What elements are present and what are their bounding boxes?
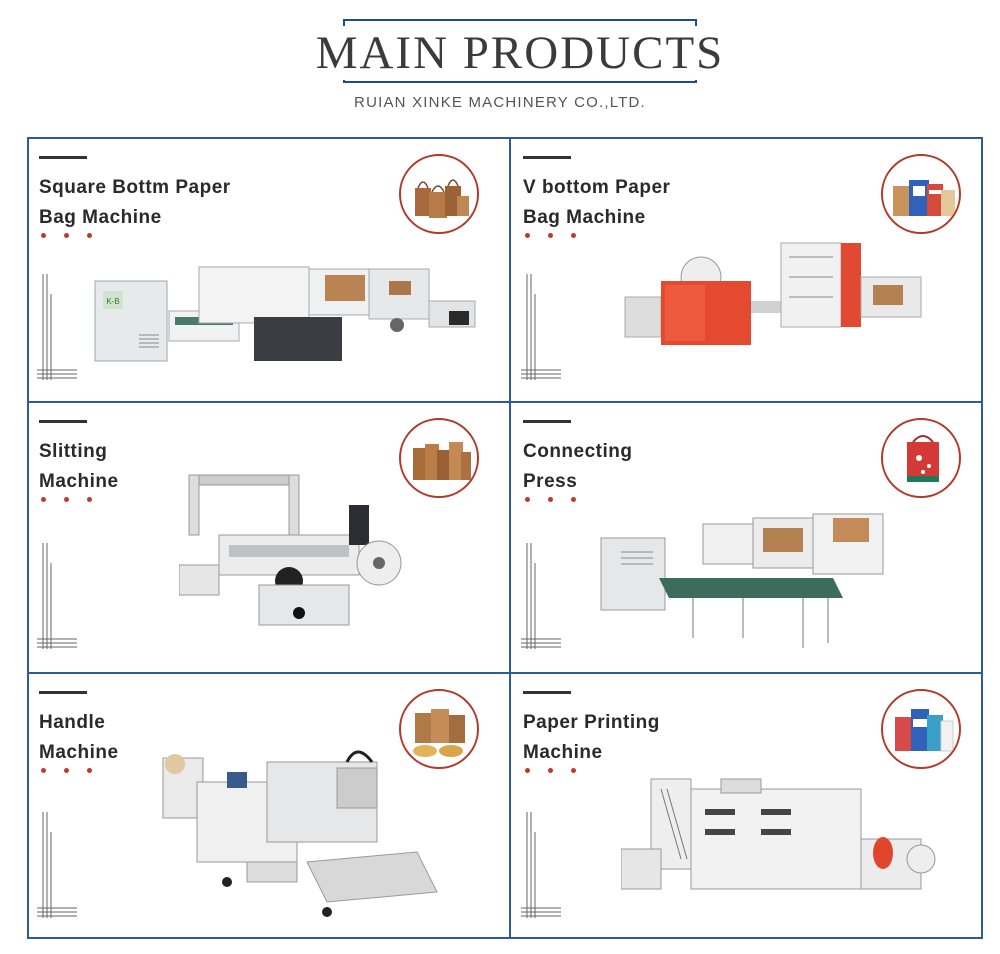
product-title-line2: Machine <box>39 471 119 492</box>
slitting-machine-image <box>179 474 402 626</box>
product-card-connecting-press[interactable]: Connecting Press <box>511 403 989 672</box>
product-title: Slitting Machine <box>39 437 119 497</box>
decorative-dots <box>525 233 576 238</box>
accent-dash <box>39 420 87 423</box>
page-title: MAIN PRODUCTS <box>300 26 740 80</box>
product-title-line1: Square Bottm Paper <box>39 177 231 198</box>
product-card-v-bottom[interactable]: V bottom Paper Bag Machine <box>511 139 989 401</box>
product-card-handle[interactable]: Handle Machine <box>29 674 507 939</box>
connecting-press-image <box>600 513 884 648</box>
product-card-slitting[interactable]: Slitting Machine <box>29 403 507 672</box>
grid-divider <box>509 139 511 937</box>
handle-machine-image <box>162 750 438 917</box>
red-gift-bag-icon <box>881 418 961 498</box>
product-title-line1: V bottom Paper <box>523 177 671 198</box>
accent-dash <box>523 420 571 423</box>
product-title-line2: Press <box>523 471 578 492</box>
decorative-dots <box>525 497 576 502</box>
accent-dash <box>39 691 87 694</box>
product-card-paper-printing[interactable]: Paper Printing Machine <box>511 674 989 939</box>
corner-lines-decoration <box>521 812 561 918</box>
accent-dash <box>523 156 571 159</box>
product-card-square-bottom[interactable]: Square Bottm Paper Bag Machine K-B <box>29 139 507 401</box>
product-title: Paper Printing Machine <box>523 708 660 768</box>
decorative-dots <box>525 768 576 773</box>
product-title: V bottom Paper Bag Machine <box>523 173 670 233</box>
v-bottom-bag-machine-image <box>624 242 922 345</box>
corner-lines-decoration <box>37 274 77 380</box>
product-title-line1: Paper Printing <box>523 712 660 733</box>
product-title-line1: Slitting <box>39 441 108 462</box>
product-title-line1: Handle <box>39 712 106 733</box>
product-grid: Square Bottm Paper Bag Machine K-B <box>27 137 983 939</box>
page-header: MAIN PRODUCTS RUIAN XINKE MACHINERY CO.,… <box>0 0 1000 130</box>
accent-dash <box>523 691 571 694</box>
product-title-line2: Bag Machine <box>39 207 162 228</box>
product-title: Handle Machine <box>39 708 119 768</box>
decorative-dots <box>41 233 92 238</box>
colorful-printed-bags-icon <box>881 689 961 769</box>
corner-lines-decoration <box>521 274 561 380</box>
product-title: Square Bottm Paper Bag Machine <box>39 173 231 233</box>
decorative-dots <box>41 497 92 502</box>
corner-lines-decoration <box>37 543 77 649</box>
title-frame <box>343 19 697 21</box>
product-title-line2: Machine <box>523 742 603 763</box>
product-title-line2: Bag Machine <box>523 207 646 228</box>
kraft-paper-bags-icon <box>399 154 479 234</box>
company-name: RUIAN XINKE MACHINERY CO.,LTD. <box>354 94 646 111</box>
square-bottom-bag-machine-image: K-B <box>94 266 476 362</box>
printed-paper-bags-icon <box>881 154 961 234</box>
printing-machine-image <box>621 778 936 890</box>
grid-divider <box>29 401 981 403</box>
decorative-dots <box>41 768 92 773</box>
svg-text:K-B: K-B <box>106 297 119 306</box>
corner-lines-decoration <box>521 543 561 649</box>
corner-lines-decoration <box>37 812 77 918</box>
grid-divider <box>29 672 981 674</box>
product-title-line2: Machine <box>39 742 119 763</box>
product-title: Connecting Press <box>523 437 633 497</box>
accent-dash <box>39 156 87 159</box>
food-paper-bags-icon <box>399 689 479 769</box>
product-title-line1: Connecting <box>523 441 633 462</box>
brown-paper-bags-icon <box>399 418 479 498</box>
title-frame <box>343 81 697 83</box>
